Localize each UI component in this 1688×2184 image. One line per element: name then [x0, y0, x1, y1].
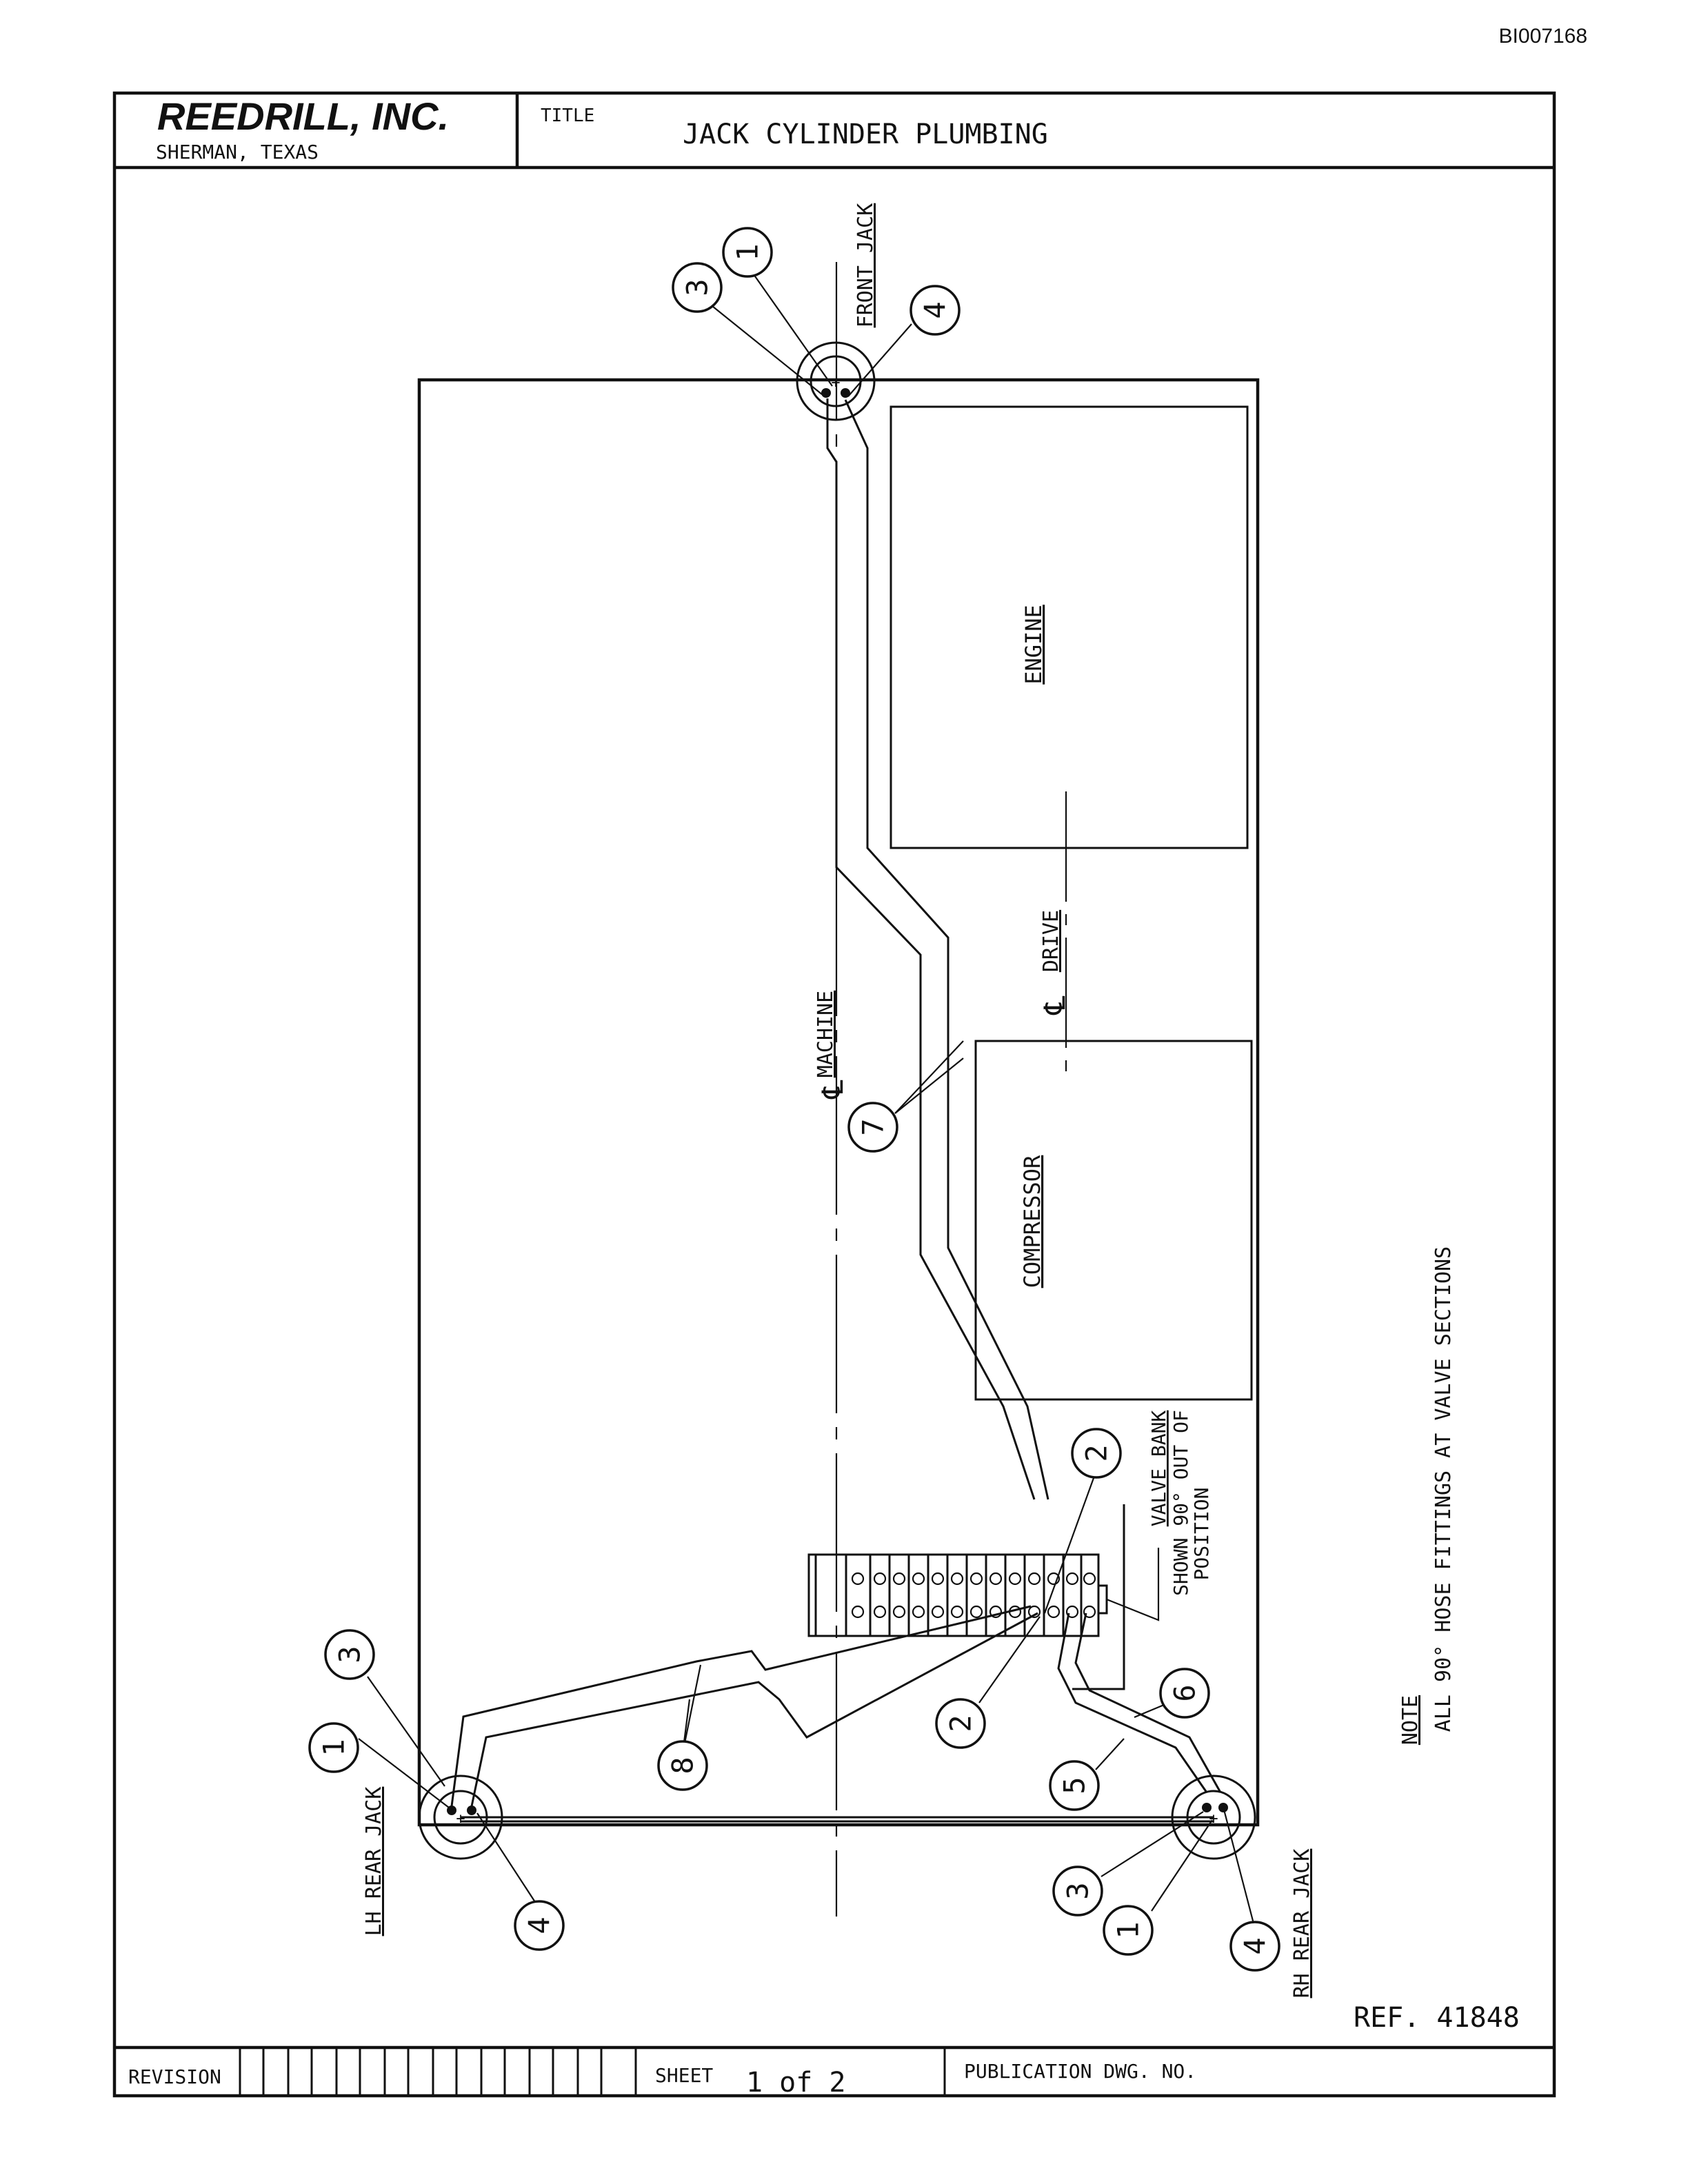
sheet-border	[112, 91, 1556, 2098]
machine-centerline-symbol: ℄	[816, 1080, 850, 1099]
callout-7: 7	[847, 1102, 898, 1153]
callout-lh-3: 3	[324, 1629, 375, 1680]
machine-label: MACHINE	[814, 991, 838, 1078]
callout-8: 8	[657, 1740, 708, 1791]
svg-text:6: 6	[1168, 1684, 1202, 1701]
engine-block	[890, 405, 1249, 849]
drive-label: DRIVE	[1039, 910, 1063, 972]
machine-outline	[417, 378, 1260, 1827]
callout-rh-3: 3	[1052, 1866, 1103, 1917]
svg-text:POSITION: POSITION	[1190, 1488, 1213, 1581]
callout-6: 6	[1159, 1668, 1210, 1719]
compressor-label: COMPRESSOR	[1019, 1155, 1045, 1288]
reference-number: REF. 41848	[1354, 2002, 1520, 2034]
svg-text:+: +	[1209, 1810, 1218, 1828]
svg-text:7: 7	[856, 1118, 890, 1135]
leader-lines	[358, 274, 1255, 1924]
callout-5: 5	[1049, 1760, 1100, 1811]
callout-lh-4: 4	[514, 1900, 565, 1951]
lh-rear-jack-label: LH REAR JACK	[362, 1787, 386, 1937]
callout-front-3: 3	[672, 262, 723, 313]
sheet-label: SHEET	[655, 2064, 713, 2087]
svg-text:+: +	[456, 1810, 465, 1828]
callout-2-top: 2	[1071, 1428, 1122, 1479]
drawing-title: JACK CYLINDER PLUMBING	[683, 119, 1048, 150]
publication-label: PUBLICATION DWG. NO.	[964, 2060, 1196, 2083]
svg-text:4: 4	[1238, 1937, 1272, 1954]
callout-front-1: 1	[722, 227, 773, 278]
engine-label: ENGINE	[1021, 605, 1047, 685]
note-text: ALL 90° HOSE FITTINGS AT VALVE SECTIONS	[1431, 1246, 1456, 1732]
svg-text:2: 2	[1080, 1444, 1114, 1462]
valve-bank-note: VALVE BANK SHOWN 90° OUT OF POSITION	[1072, 1410, 1213, 1690]
title-label: TITLE	[541, 105, 594, 126]
compressor-block	[974, 1040, 1253, 1401]
note-heading: NOTE	[1398, 1695, 1423, 1745]
svg-text:SHOWN 90° OUT OF: SHOWN 90° OUT OF	[1169, 1410, 1192, 1596]
rh-rear-jack-label: RH REAR JACK	[1290, 1849, 1314, 1999]
svg-text:5: 5	[1058, 1777, 1092, 1794]
callout-rh-1: 1	[1103, 1905, 1154, 1956]
valve-bank	[807, 1553, 1108, 1637]
svg-text:4: 4	[918, 301, 952, 318]
hose-runs	[450, 398, 1222, 1823]
sheet-value: 1 of 2	[746, 2067, 846, 2099]
svg-text:VALVE BANK: VALVE BANK	[1147, 1410, 1170, 1527]
callout-2-bottom: 2	[935, 1698, 986, 1749]
callout-lh-1: 1	[308, 1722, 359, 1773]
svg-text:+: +	[831, 374, 840, 392]
document-id: BI007168	[1499, 25, 1587, 48]
revision-label: REVISION	[128, 2065, 221, 2088]
svg-text:1: 1	[731, 243, 765, 261]
drive-centerline-symbol: ℄	[1038, 995, 1072, 1015]
callout-front-4: 4	[910, 285, 961, 336]
title-block: REEDRILL, INC. SHERMAN, TEXAS TITLE JACK…	[114, 93, 1554, 170]
svg-text:1: 1	[1112, 1921, 1145, 1939]
company-location: SHERMAN, TEXAS	[156, 141, 319, 163]
svg-text:3: 3	[1061, 1882, 1095, 1899]
svg-text:1: 1	[317, 1739, 351, 1756]
company-name: REEDRILL, INC.	[157, 94, 449, 138]
svg-text:8: 8	[666, 1757, 700, 1774]
svg-text:3: 3	[681, 279, 714, 296]
footer-block: REVISION SHEET 1 of 2 PUBLICATION DWG. N…	[114, 2045, 1554, 2099]
callout-rh-4: 4	[1229, 1921, 1280, 1972]
svg-text:4: 4	[523, 1917, 556, 1934]
svg-text:2: 2	[944, 1715, 978, 1732]
front-jack-label: FRONT JACK	[854, 203, 878, 328]
svg-text:3: 3	[333, 1646, 367, 1663]
